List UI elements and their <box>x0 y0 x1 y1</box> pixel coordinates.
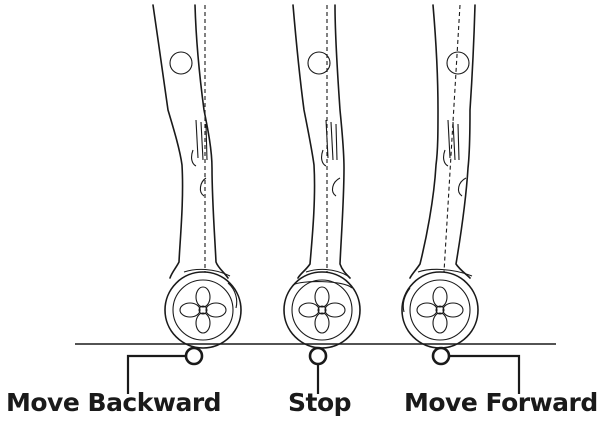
wheel-hub-stop <box>299 287 345 333</box>
leg-forward <box>410 5 475 278</box>
wheel-forward <box>402 272 478 348</box>
wheel-hub-forward <box>417 287 463 333</box>
label-move-backward: Move Backward <box>6 388 221 418</box>
figure-stop <box>284 5 360 348</box>
leg-backward <box>153 5 230 278</box>
wheel-hub-backward <box>180 287 226 333</box>
figure-forward <box>402 5 478 348</box>
wheel-backward <box>165 272 241 348</box>
label-move-forward: Move Forward <box>404 388 598 418</box>
figure-backward <box>153 5 241 348</box>
leg-stop <box>293 5 350 278</box>
label-stop: Stop <box>288 388 351 418</box>
wheel-stop <box>284 272 360 348</box>
